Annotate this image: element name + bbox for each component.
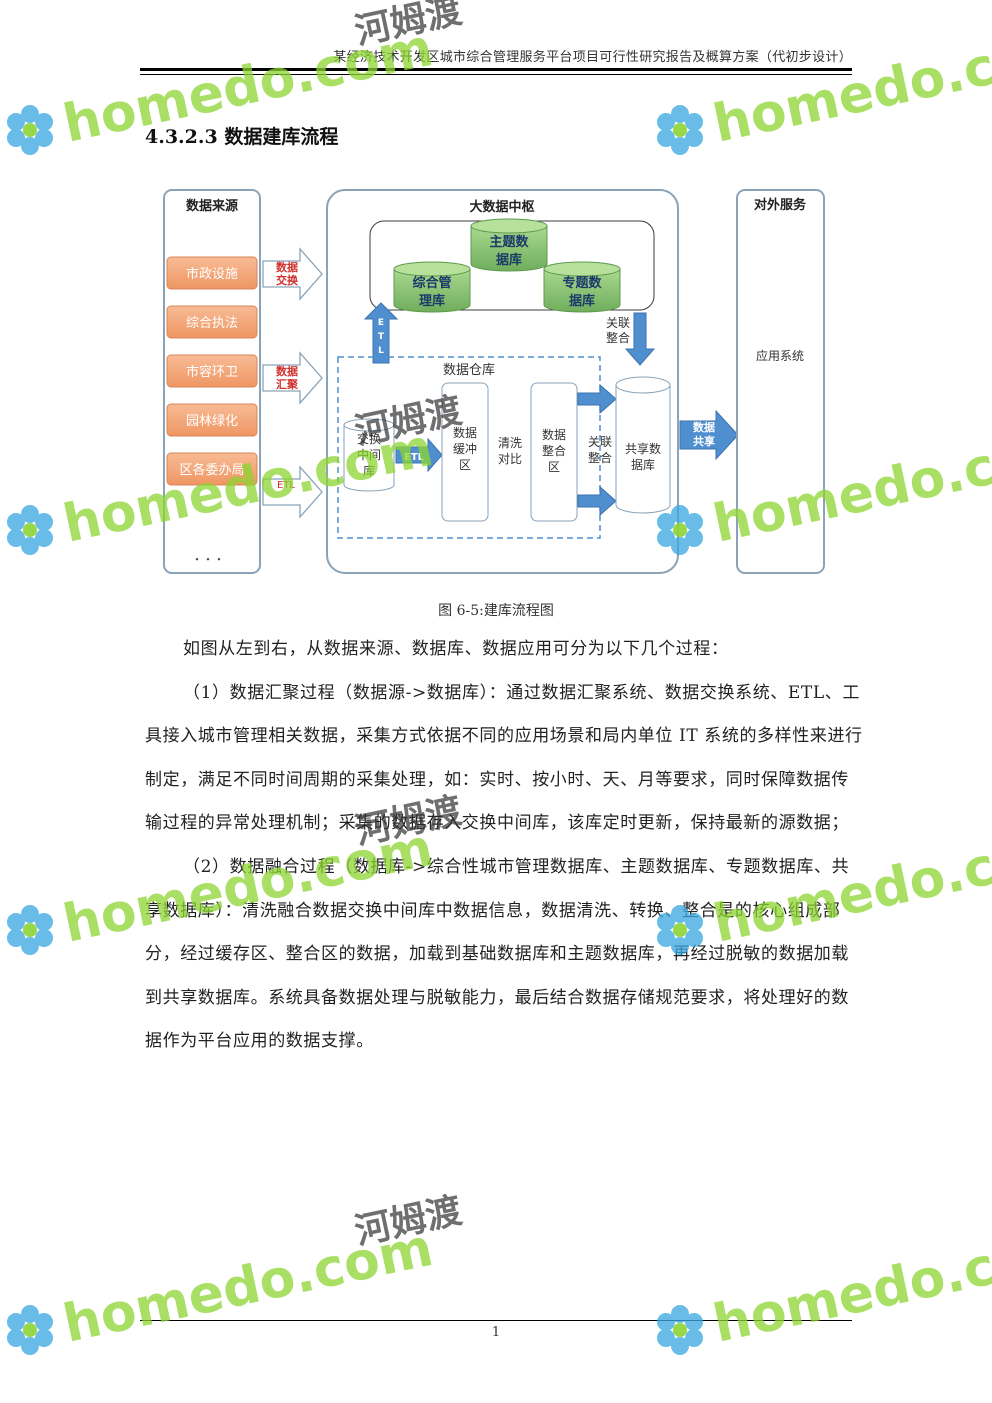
arrow-to-shared-top	[577, 383, 617, 415]
svg-text:关联: 关联	[606, 316, 630, 330]
arrow-etl-up: E T L	[363, 302, 399, 364]
arrow-aggregate: 数据 汇聚	[262, 351, 323, 405]
source-item-greening: 园林绿化	[166, 403, 258, 437]
hub-title: 大数据中枢	[469, 199, 534, 215]
svg-text:市政设施: 市政设施	[186, 266, 238, 282]
integration-zone: 数据 整合 区	[530, 382, 578, 522]
page-number: 1	[491, 1325, 501, 1340]
svg-text:据库: 据库	[569, 293, 595, 309]
exchange-db: 交换 中间 库	[343, 418, 395, 492]
svg-text:整合: 整合	[542, 443, 566, 458]
svg-text:交换: 交换	[357, 431, 381, 446]
source-panel-title: 数据来源	[186, 198, 238, 214]
svg-text:数据: 数据	[693, 420, 715, 434]
svg-text:L: L	[378, 346, 384, 356]
svg-text:缓冲: 缓冲	[453, 441, 477, 456]
service-item-app: 应用系统	[756, 348, 804, 363]
svg-text:综合管: 综合管	[412, 275, 451, 291]
source-ellipsis: ・・・	[192, 553, 225, 566]
shared-db: 共享数 据库	[615, 376, 671, 514]
svg-text:ETL: ETL	[277, 480, 295, 491]
svg-text:数据: 数据	[542, 427, 566, 442]
paragraph-aggregation: （1）数据汇聚过程（数据源->数据库）：通过数据汇聚系统、数据交换系统、ETL、…	[145, 682, 863, 834]
source-panel: 数据来源 市政设施 综合执法 市容环卫 园林绿化 区各委办局 ・・・	[163, 189, 261, 574]
figure-caption: 图 6-5:建库流程图	[438, 603, 554, 619]
svg-text:数据: 数据	[453, 425, 477, 440]
svg-text:homedo.com: homedo.com	[708, 18, 992, 155]
section-title: 4.3.2.3 数据建库流程	[145, 126, 339, 148]
flow-diagram: 数据来源 市政设施 综合执法 市容环卫 园林绿化 区各委办局 ・・・ 数据 交换…	[163, 189, 825, 574]
svg-text:河姆渡: 河姆渡	[351, 1190, 465, 1253]
svg-text:共享: 共享	[693, 434, 715, 448]
svg-text:据库: 据库	[496, 252, 522, 268]
buffer-zone: 数据 缓冲 区	[441, 382, 489, 522]
body-text: 如图从左到右，从数据来源、数据库、数据应用可分为以下几个过程： （1）数据汇聚过…	[145, 628, 865, 1064]
source-item-district: 区各委办局	[166, 452, 258, 486]
svg-text:区: 区	[548, 460, 560, 474]
svg-text:数据: 数据	[276, 260, 298, 274]
svg-text:交换: 交换	[276, 273, 299, 287]
footer-rule	[140, 1320, 852, 1321]
svg-text:库: 库	[363, 463, 375, 478]
svg-text:市容环卫: 市容环卫	[186, 364, 238, 380]
watermark-flower-icon	[7, 105, 53, 155]
svg-text:中间: 中间	[357, 447, 381, 462]
arrow-etl-mid: ETL	[395, 437, 443, 473]
svg-text:数据: 数据	[276, 364, 298, 378]
svg-text:对比: 对比	[498, 452, 522, 466]
source-item-municipal: 市政设施	[166, 256, 258, 290]
svg-text:E: E	[378, 318, 384, 328]
svg-text:整合: 整合	[606, 330, 630, 345]
svg-text:据库: 据库	[631, 457, 655, 472]
svg-text:汇聚: 汇聚	[276, 378, 299, 391]
svg-text:综合执法: 综合执法	[186, 316, 238, 331]
watermark-flower-icon	[7, 505, 53, 555]
svg-text:ETL: ETL	[404, 452, 425, 463]
hub-db-management: 综合管 理库	[393, 261, 471, 313]
watermark-flower-icon	[7, 905, 53, 955]
svg-text:共享数: 共享数	[625, 441, 661, 456]
header-rule-thin	[140, 74, 852, 75]
service-panel-title: 对外服务	[754, 197, 807, 213]
svg-text:主题数: 主题数	[489, 234, 529, 250]
svg-text:理库: 理库	[419, 293, 445, 309]
paragraph-fusion: （2）数据融合过程（数据库->综合性城市管理数据库、主题数据库、专题数据库、共享…	[145, 856, 850, 1052]
warehouse-title: 数据仓库	[443, 362, 495, 378]
arrow-share: 数据 共享	[679, 409, 739, 461]
svg-text:清洗: 清洗	[498, 436, 522, 450]
source-item-sanitation: 市容环卫	[166, 354, 258, 388]
svg-text:河姆渡: 河姆渡	[351, 0, 465, 53]
service-panel: 对外服务 应用系统	[736, 189, 825, 574]
relate-integrate-label: 关联	[588, 435, 612, 449]
header-title: 某经济技术开发区城市综合管理服务平台项目可行性研究报告及概算方案（代初步设计）	[333, 50, 852, 65]
hub-db-special: 专题数 据库	[543, 261, 621, 313]
arrow-relate-down: 关联 整合	[606, 312, 656, 366]
arrow-exchange: 数据 交换	[262, 247, 323, 301]
svg-text:整合: 整合	[588, 450, 612, 465]
svg-text:园林绿化: 园林绿化	[186, 414, 238, 429]
warehouse-box	[337, 356, 601, 539]
source-item-enforcement: 综合执法	[166, 305, 258, 339]
svg-text:专题数: 专题数	[562, 275, 602, 291]
arrow-to-shared-bottom	[577, 485, 617, 517]
arrow-etl: ETL	[262, 465, 323, 519]
header-rule	[140, 68, 852, 71]
svg-text:T: T	[378, 332, 385, 342]
watermark-flower-icon	[657, 105, 703, 155]
clean-compare: 清洗 对比	[498, 436, 522, 466]
svg-text:区: 区	[459, 458, 471, 472]
hub-db-theme: 主题数 据库	[470, 218, 548, 272]
svg-text:区各委办局: 区各委办局	[179, 462, 244, 478]
intro-paragraph: 如图从左到右，从数据来源、数据库、数据应用可分为以下几个过程：	[183, 639, 729, 659]
